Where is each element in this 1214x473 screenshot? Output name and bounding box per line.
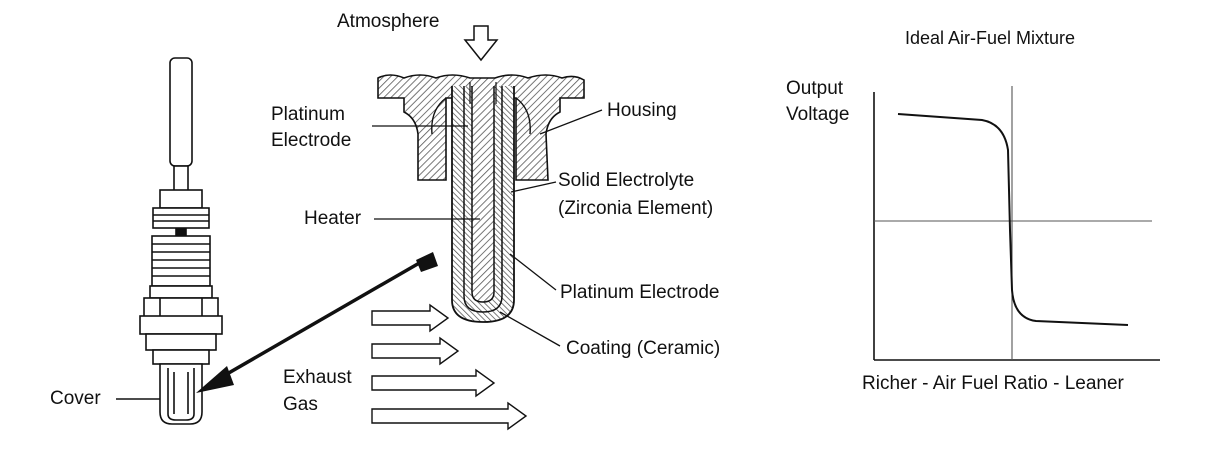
housing-section <box>377 74 585 181</box>
voltage-graph <box>873 86 1160 361</box>
graph-ylabel-line2: Voltage <box>786 104 850 125</box>
sensor-cover <box>159 363 203 425</box>
label-cover: Cover <box>50 388 101 409</box>
upper-sleeve <box>159 189 203 209</box>
sensor-body <box>139 57 223 425</box>
graph-title: Ideal Air-Fuel Mixture <box>905 28 1076 48</box>
heater-rod <box>471 86 495 303</box>
sensor-cross-section <box>372 25 603 347</box>
sensor-wire <box>169 57 193 167</box>
label-platinum-electrode-bottom: Platinum Electrode <box>560 282 720 303</box>
wire-neck <box>173 165 189 193</box>
label-atmosphere: Atmosphere <box>337 11 440 32</box>
atmosphere-arrow <box>463 25 499 62</box>
graph-ylabel-line1: Output <box>786 78 844 99</box>
exhaust-arrows <box>371 303 528 431</box>
exhaust-arrow-4 <box>371 401 528 431</box>
exhaust-arrow-2 <box>371 336 460 366</box>
label-heater: Heater <box>304 208 362 229</box>
label-solid-electrolyte-line1: Solid Electrolyte <box>558 170 695 191</box>
label-solid-electrolyte-line2: (Zirconia Element) <box>558 198 714 219</box>
label-housing: Housing <box>607 100 677 121</box>
label-platinum-electrode-top-line1: Platinum <box>271 104 345 125</box>
label-platinum-electrode-top-line2: Electrode <box>271 130 352 151</box>
label-exhaust-line1: Exhaust <box>283 367 352 388</box>
upper-cap <box>152 207 210 229</box>
label-exhaust-line2: Gas <box>283 394 318 415</box>
graph-xlabel: Richer - Air Fuel Ratio - Leaner <box>862 373 1124 394</box>
voltage-curve <box>897 113 1129 326</box>
label-coating: Coating (Ceramic) <box>566 338 721 359</box>
exhaust-arrow-1 <box>371 303 450 333</box>
pointer-arrow <box>196 252 438 393</box>
exhaust-arrow-3 <box>371 368 496 398</box>
